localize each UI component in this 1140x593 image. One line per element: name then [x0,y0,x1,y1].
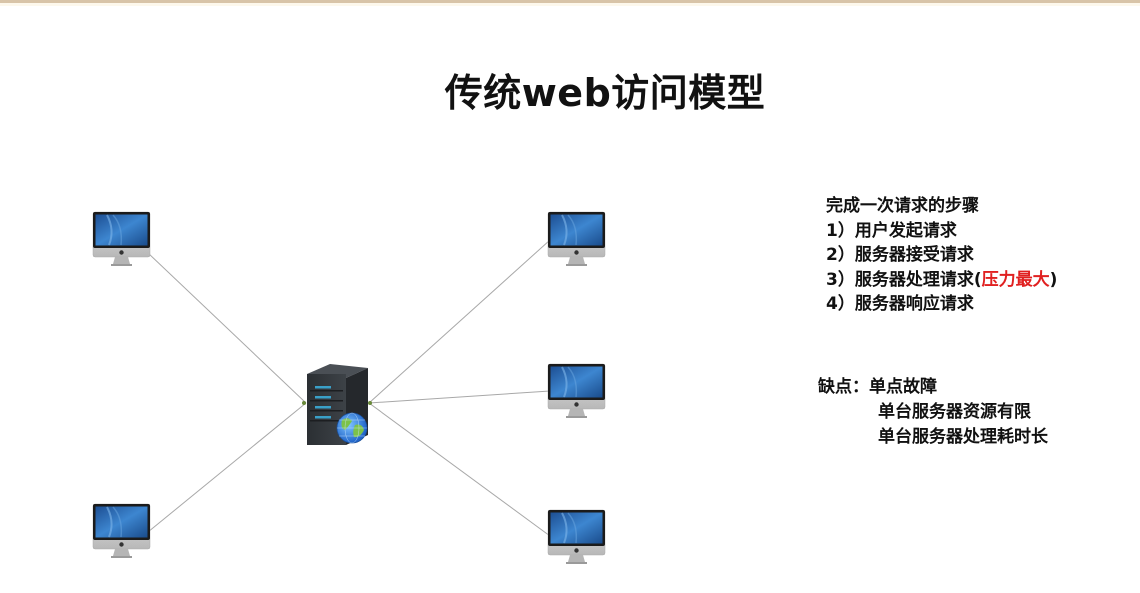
link-middle-right [368,390,551,404]
top-border [0,0,1140,3]
step-highlight: 压力最大 [981,269,1050,290]
step-number: 1） [826,220,855,241]
drawback-item: 单台服务器资源有限 [878,402,1031,422]
client-top-left [92,211,151,267]
drawbacks: 缺点：单点故障 单台服务器资源有限 单台服务器处理耗时长 [818,375,1048,450]
step-text: 用户发起请求 [854,220,957,241]
drawback-item: 单台服务器处理耗时长 [878,427,1048,447]
link-top-left [147,252,307,404]
client-bottom-left [92,503,151,559]
drawback-item: 缺点：单点故障 [818,375,1048,400]
step-item: 2）服务器接受请求 [826,243,1057,268]
client-bottom-right [547,509,606,565]
step-item: 1）用户发起请求 [826,219,1057,244]
request-steps: 完成一次请求的步骤 1）用户发起请求 2）服务器接受请求 3）服务器处理请求(压… [826,194,1057,317]
link-bottom-right [368,402,551,537]
link-top-right [368,239,551,404]
client-middle-right [547,363,606,419]
step-text: 服务器接受请求 [854,245,974,265]
link-bottom-left [147,402,307,533]
step-text: 服务器处理请求( [854,269,982,290]
drawback-text: 单点故障 [869,377,937,397]
step-suffix: ) [1049,269,1058,290]
step-number: 4） [826,294,855,314]
client-top-right [547,211,606,267]
globe-icon [336,412,368,444]
drawbacks-label: 缺点： [818,377,869,397]
top-border-shade [0,3,1140,6]
step-number: 3） [826,269,855,290]
step-text: 服务器响应请求 [854,294,974,314]
step-number: 2） [826,245,855,265]
connection-lines [147,239,551,537]
steps-heading: 完成一次请求的步骤 [826,196,979,216]
step-item: 3）服务器处理请求(压力最大) [826,268,1057,293]
step-item: 4）服务器响应请求 [826,292,1057,317]
page-title: 传统web访问模型 [444,71,766,115]
